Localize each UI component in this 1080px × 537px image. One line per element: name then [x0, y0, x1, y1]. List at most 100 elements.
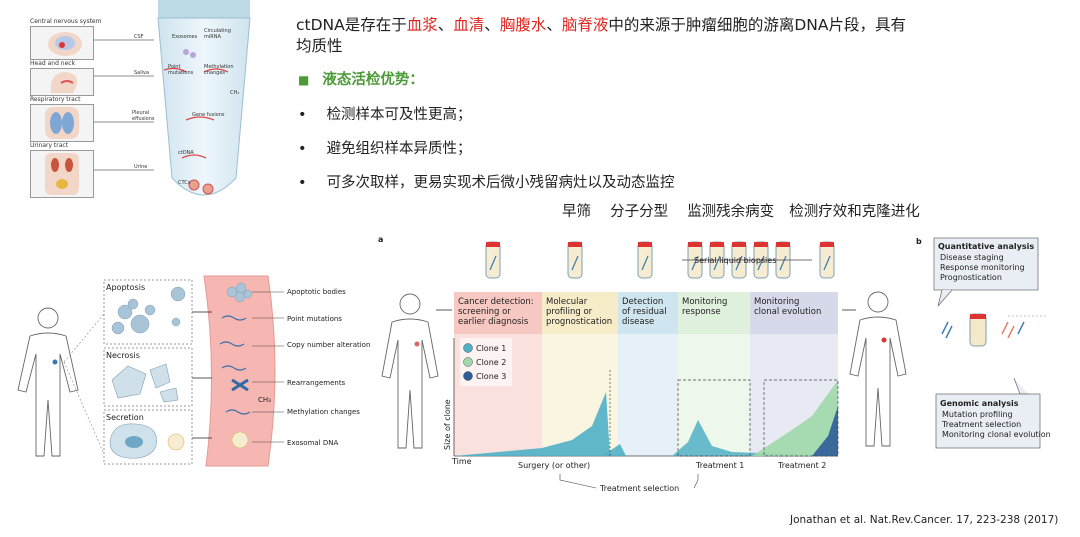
bullet-item: •避免组织样本异质性； [298, 137, 472, 158]
dna-strand-icon [713, 255, 721, 271]
tube-cap-icon [568, 242, 582, 247]
dot-bullet-icon: • [298, 141, 307, 157]
tube-cap-icon [776, 242, 790, 247]
organ-box-cns [30, 26, 94, 60]
surgery-label: Surgery (or other) [518, 461, 590, 470]
definition-suffix: 中的来源于肿瘤细胞的游离DNA片段，具有 [608, 16, 906, 34]
application-typing: 分子分型 [610, 204, 669, 220]
panel-a-diagram: a Serial liquid biopsies Cancer detectio… [378, 235, 839, 493]
dot-bullet-icon: • [298, 107, 307, 123]
tube-label-ctdna: ctDNA [178, 150, 194, 156]
clone-1-relapse [672, 420, 838, 456]
fluid-arrows [94, 39, 154, 171]
dna-strand-icon [641, 255, 649, 271]
phase-label: Cancer detection: [458, 297, 534, 307]
phase-label: Monitoring [682, 297, 727, 307]
ctdna-definition: ctDNA是存在于血浆、血清、胸腹水、脑脊液中的来源于肿瘤细胞的游离DNA片段，… [296, 15, 1056, 57]
apoptotic-cells-icon [111, 286, 186, 335]
organ-source-figure: Central nervous system Head and neck Res… [28, 0, 258, 210]
phase-label: profiling or [546, 307, 593, 317]
clone-1-residual [602, 444, 626, 456]
genomic-item: Treatment selection [941, 420, 1021, 429]
phase-label: screening or [458, 307, 511, 317]
phase-header [678, 292, 750, 334]
legend-clone-3: Clone 3 [476, 372, 506, 381]
legend-clone-2: Clone 2 [476, 358, 506, 367]
release-arrows [192, 311, 212, 439]
brain-icon [48, 32, 82, 56]
fluid-label-csf: CSF [134, 34, 144, 40]
quant-item: Prognostication [940, 273, 1002, 282]
bullet-item: •检测样本可及性更高； [298, 103, 472, 124]
label-copy-number: Copy number alterations [287, 341, 370, 349]
tube-cap-icon [820, 242, 834, 247]
label-rearrangements: Rearrangements [287, 379, 346, 387]
label-exosomal-dna: Exosomal DNA [287, 439, 338, 447]
treatment-2-window [763, 379, 839, 457]
ctdna-release-diagram: Apoptosis Necrosis Secretion Apoptotic b… [17, 275, 370, 467]
application-screening: 早筛 [562, 204, 591, 220]
phase-header [542, 292, 618, 334]
bullet-item: • 可多次取样，更易实现术后微小残留病灶以及动态监控 [298, 171, 675, 192]
rearrangement-icon [231, 378, 249, 392]
quantitative-box [933, 237, 1039, 291]
apoptotic-bodies-icon [226, 282, 253, 303]
organ-box-head-neck [30, 68, 94, 96]
quant-item: Response monitoring [940, 263, 1025, 272]
advantage-title: 液态活检优势： [322, 72, 424, 88]
secretion-title: Secretion [106, 413, 144, 422]
label-point-mutations: Point mutations [287, 315, 342, 323]
fluid-label-urine: Urine [134, 164, 148, 170]
phase-label: Detection [622, 297, 663, 307]
clone-3-area [812, 406, 838, 456]
phase-label: Monitoring [754, 297, 799, 307]
lungs-icon [45, 107, 79, 139]
tumor-dot-icon [52, 359, 58, 365]
bullet-text: 可多次取样，更易实现术后微小残留病灶以及动态监控 [326, 175, 675, 191]
tube-cap-icon [688, 242, 702, 247]
treatment-selection-label: Treatment selection [599, 484, 679, 493]
quant-item: Disease staging [940, 253, 1004, 262]
patient-right-icon [849, 291, 907, 447]
selection-brackets [559, 474, 699, 489]
x-axis-label: Time [451, 457, 472, 466]
treatment-2-label: Treatment 2 [777, 461, 826, 470]
fluid-serum: 血清 [453, 16, 485, 34]
definition-prefix: ctDNA是存在于 [296, 16, 407, 34]
phase-label: disease [622, 317, 654, 327]
secretion-box [103, 409, 193, 465]
genomic-box [935, 393, 1041, 449]
patient-left-icon [381, 293, 439, 449]
secreting-cell-icon [109, 423, 185, 459]
clone-legend: Clone 1 Clone 2 Clone 3 [460, 338, 512, 386]
application-monitoring: 检测疗效和克隆进化 [789, 204, 920, 220]
tube-label-point-mutations: Point mutations [168, 64, 194, 76]
serial-biopsies-label: Serial liquid biopsies [694, 256, 776, 265]
organ-box-urinary [30, 150, 94, 198]
apoptosis-title: Apoptosis [106, 283, 145, 292]
quantitative-title: Quantitative analysis [938, 242, 1034, 251]
label-copy-number-word: Copy number alterations [287, 341, 370, 349]
sample-tube-icon [485, 241, 501, 279]
sample-tube-icon [637, 241, 653, 279]
label-leaders [252, 291, 284, 443]
phase-label: prognostication [546, 317, 612, 327]
legend-clone-1: Clone 1 [476, 344, 506, 353]
dna-strand-icon [735, 255, 743, 271]
clone-1-area [454, 392, 610, 456]
label-methylation: Methylation changes [287, 408, 360, 416]
legend-swatch-clone-3 [463, 371, 473, 381]
tumor-dot-icon [881, 337, 887, 343]
tube-cap-icon [638, 242, 652, 247]
y-axis-label: Size of clone [443, 399, 452, 450]
square-bullet-icon: ■ [298, 73, 310, 87]
dot-bullet-icon: • [298, 175, 307, 191]
tube-cap-icon [732, 242, 746, 247]
tube-label-exosomes: Exosomes [172, 34, 198, 40]
tube-label-ch3: CH₃ [230, 90, 240, 96]
organ-label-head-neck: Head and neck [30, 60, 76, 67]
legend-swatch-clone-2 [463, 357, 473, 367]
definition-line2: 均质性 [296, 37, 343, 55]
dna-strand-icon [489, 255, 497, 271]
necrotic-cell-icon [111, 363, 179, 403]
